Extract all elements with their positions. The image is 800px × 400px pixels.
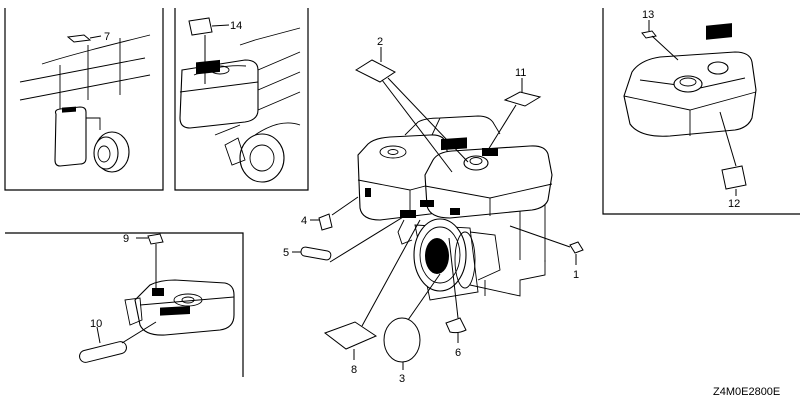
callout-5: 5 <box>283 247 289 259</box>
callout-1: 1 <box>573 269 579 281</box>
label-6 <box>445 317 467 334</box>
label-14 <box>188 17 213 36</box>
label-8 <box>323 321 378 350</box>
label-12 <box>721 165 747 190</box>
label-4 <box>318 213 333 231</box>
panel-a-fuel-tank-side <box>19 34 151 173</box>
callout-8: 8 <box>351 364 357 376</box>
label-11 <box>503 91 542 107</box>
label-9 <box>147 233 164 245</box>
panel-borders <box>4 8 800 377</box>
main-decals <box>292 47 584 370</box>
diagram-code: Z4M0E2800E <box>713 386 780 398</box>
label-5 <box>300 246 332 261</box>
callout-13: 13 <box>642 9 654 21</box>
callout-3: 3 <box>399 373 405 385</box>
label-1 <box>569 241 584 254</box>
callout-11: 11 <box>515 67 526 79</box>
callout-14: 14 <box>230 20 242 32</box>
callout-9: 9 <box>123 233 129 245</box>
label-2 <box>354 59 396 83</box>
panel-d-air-cleaner-side <box>79 233 235 363</box>
label-10 <box>79 341 127 363</box>
callout-12: 12 <box>728 198 740 210</box>
panel-b-air-cleaner <box>179 17 301 183</box>
callout-4: 4 <box>301 215 307 227</box>
engine-main <box>357 115 553 301</box>
callout-2: 2 <box>377 36 383 48</box>
label-13 <box>641 30 657 39</box>
panel-c-fuel-tank <box>623 20 757 196</box>
label-3 <box>383 317 421 363</box>
callout-10: 10 <box>90 318 102 330</box>
label-7 <box>66 34 92 43</box>
callout-7: 7 <box>104 31 110 43</box>
callout-6: 6 <box>455 347 461 359</box>
